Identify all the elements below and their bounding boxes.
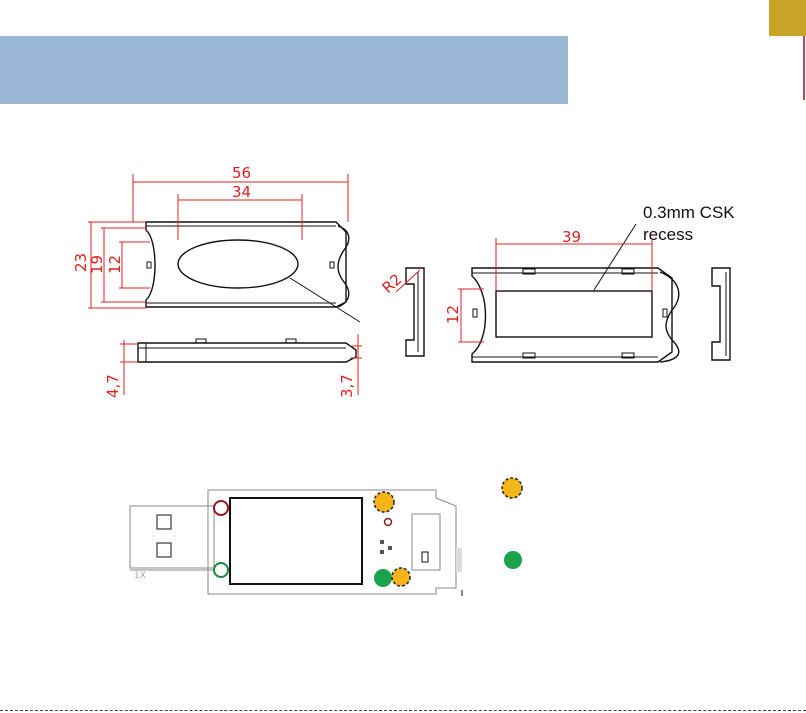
end-cap-right [712,268,730,360]
housing-outline [472,268,672,362]
note-csk: 0.3mm CSK [643,203,735,222]
dim-overall-length: 56 [232,164,251,182]
note-recess: recess [643,225,693,244]
dim-inner-width: 19 [88,255,106,274]
module-chip [230,498,362,584]
slot-left [147,262,151,268]
marker-red-ring [214,501,228,515]
end-wave [338,226,349,307]
marker-green-fill [374,569,392,587]
side-profile [138,343,356,362]
dim-right-notch-width: 12 [444,305,462,324]
legend [502,478,522,569]
marker-dashed-top [374,492,394,512]
end-cap-left [406,268,424,356]
dim-recess-length: 39 [562,228,581,246]
marker-dashed-bottom [392,568,410,586]
dim-notch-width: 12 [106,255,124,274]
dim-right-thickness: 3,7 [338,374,356,398]
legend-green-marker [504,551,522,569]
usb-connector [130,506,214,568]
slot-right [330,262,334,268]
recess-rect [496,291,652,337]
window-ellipse [178,240,298,288]
left-top-view: 56 34 23 19 12 [72,164,360,322]
left-side-view: 4,7 3,7 [104,334,362,398]
usb-contact-1 [157,515,171,529]
dim-window-length: 34 [232,183,251,201]
right-top-view: 0.3mm CSK recess 39 12 R2 [379,203,736,362]
dim-left-thickness: 4,7 [104,374,122,398]
usb-contact-2 [157,543,171,557]
pcb-silk-1x: 1X [134,571,146,581]
dim-end-radius: R2 [379,270,406,297]
pcb-photo: 1X [130,490,462,596]
marker-green-ring [214,563,228,577]
legend-dashed-marker [502,478,522,498]
